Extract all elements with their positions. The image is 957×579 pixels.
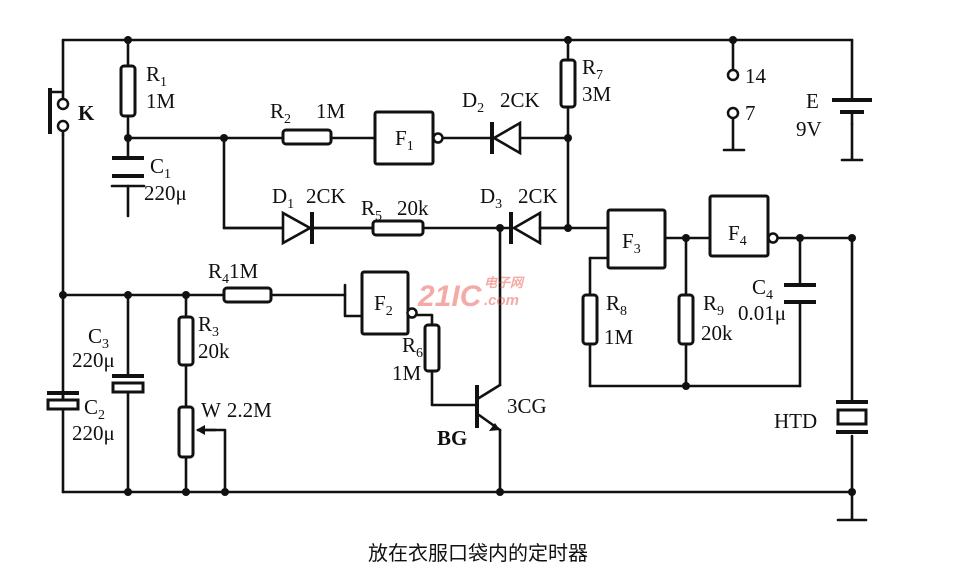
label-r8: R8 xyxy=(606,291,627,319)
label-f2: F2 xyxy=(374,291,393,319)
label-d1-value: 2CK xyxy=(306,184,346,208)
label-r3: R3 xyxy=(198,312,219,340)
potentiometer-w xyxy=(177,405,217,459)
label-c4: C4 xyxy=(752,275,773,303)
label-pin-14: 14 xyxy=(745,64,767,88)
label-k: K xyxy=(78,101,95,125)
label-c4-value: 0.01μ xyxy=(738,301,786,325)
svg-text:21IC: 21IC xyxy=(417,280,483,313)
gate-f3 xyxy=(606,208,667,270)
resistor-r8 xyxy=(581,293,599,346)
resistor-r1 xyxy=(119,64,137,118)
label-r1-value: 1M xyxy=(146,89,176,113)
diode-d2 xyxy=(490,120,522,156)
label-bg-type: 3CG xyxy=(507,394,547,418)
diode-d1 xyxy=(281,210,314,246)
label-f1: F1 xyxy=(395,126,414,154)
site-watermark: 21IC 电子网 .com xyxy=(417,275,525,313)
label-c1: C1 xyxy=(150,154,171,182)
svg-text:电子网: 电子网 xyxy=(484,275,525,290)
label-r5: R5 xyxy=(361,196,382,224)
capacitor-c2 xyxy=(46,391,80,411)
label-r6: R6 xyxy=(402,333,423,361)
capacitor-c4 xyxy=(784,283,816,304)
junction-dots xyxy=(59,36,856,496)
label-d2-value: 2CK xyxy=(500,88,540,112)
label-e-value: 9V xyxy=(796,117,822,141)
resistor-r9 xyxy=(677,293,695,346)
transistor-bg xyxy=(475,383,502,432)
diagram-caption: 放在衣服口袋内的定时器 xyxy=(368,541,588,565)
labels: K R1 1M C1 220μ R2 1M F1 D2 2CK R7 3M 14… xyxy=(72,55,822,450)
label-pin-7: 7 xyxy=(745,101,756,125)
resistor-r7 xyxy=(559,58,577,109)
resistor-r6 xyxy=(423,323,441,373)
label-c3-value: 220μ xyxy=(72,348,115,372)
label-d3-value: 2CK xyxy=(518,184,558,208)
label-c1-value: 220μ xyxy=(144,181,187,205)
label-f4: F4 xyxy=(728,221,747,249)
resistor-r3 xyxy=(177,315,195,367)
label-r6-value: 1M xyxy=(392,361,422,385)
label-d2: D2 xyxy=(462,88,484,116)
label-c2: C2 xyxy=(84,395,105,423)
resistor-r4 xyxy=(222,286,273,304)
svg-text:.com: .com xyxy=(484,292,519,309)
label-e: E xyxy=(806,89,819,113)
label-d1: D1 xyxy=(272,184,294,212)
diode-d3 xyxy=(509,210,570,246)
capacitor-c3 xyxy=(111,374,145,394)
pin-14 xyxy=(726,68,740,82)
resistor-r5 xyxy=(371,219,425,237)
label-r5-value: 20k xyxy=(397,196,429,220)
label-htd: HTD xyxy=(774,409,817,433)
label-r9-value: 20k xyxy=(701,321,733,345)
label-f3: F3 xyxy=(622,229,641,257)
label-r8-value: 1M xyxy=(604,325,634,349)
label-r9: R9 xyxy=(703,291,724,319)
label-r1: R1 xyxy=(146,62,167,90)
label-bg: BG xyxy=(437,426,467,450)
switch-k xyxy=(48,88,70,137)
label-r2-value: 1M xyxy=(316,99,346,123)
label-r7-value: 3M xyxy=(582,82,612,106)
label-c2-value: 220μ xyxy=(72,421,115,445)
pin-7 xyxy=(726,106,740,120)
gate-f4 xyxy=(708,194,779,258)
label-r7: R7 xyxy=(582,55,603,83)
battery-e xyxy=(832,98,872,126)
label-c3: C3 xyxy=(88,324,109,352)
resistor-r2 xyxy=(281,128,333,146)
capacitor-c1 xyxy=(110,156,146,188)
label-d3: D3 xyxy=(480,184,502,212)
gate-f1 xyxy=(373,110,444,166)
gate-f2 xyxy=(360,270,418,336)
label-r2: R2 xyxy=(270,99,291,127)
label-r3-value: 20k xyxy=(198,339,230,363)
buzzer-htd xyxy=(836,400,868,434)
label-r4: R41M xyxy=(208,259,259,287)
